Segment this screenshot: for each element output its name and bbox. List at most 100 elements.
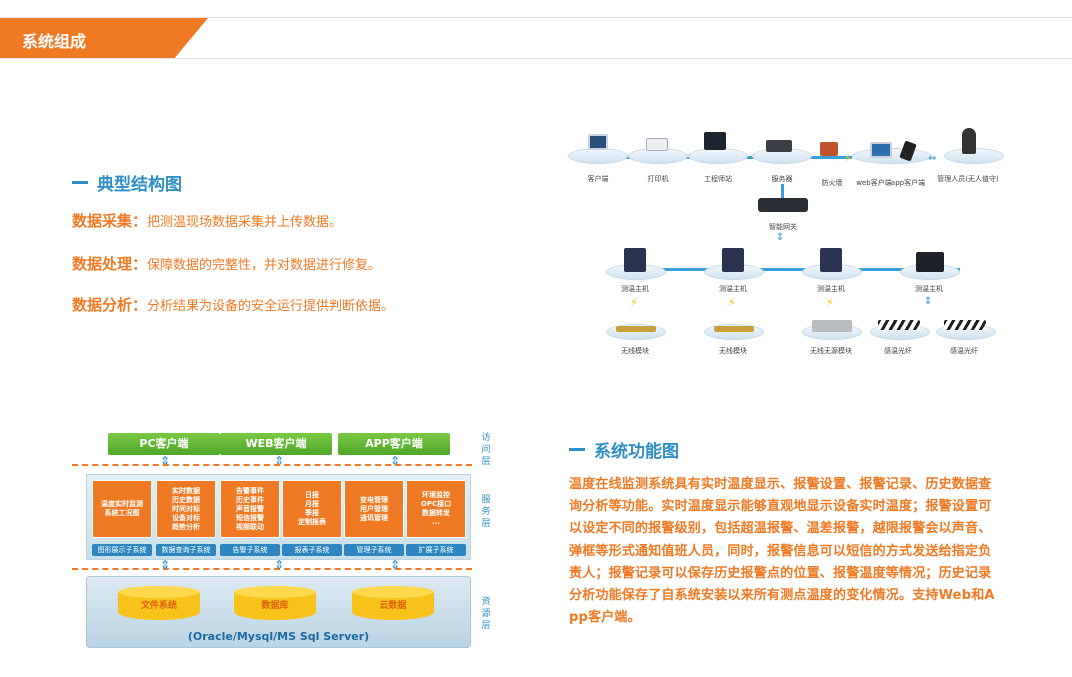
sensor-label: 无线无源模块 (810, 347, 852, 355)
service-line: 定制报表 (298, 518, 326, 526)
host-label: 测温主机 (915, 285, 943, 293)
host-icon (916, 252, 944, 272)
service-line: 日报 (305, 491, 319, 499)
workstation-icon (704, 132, 726, 150)
firewall-icon (820, 142, 838, 156)
device-label: 客户端 (587, 175, 609, 183)
person-icon (962, 128, 976, 154)
function-section-title: 系统功能图 (569, 437, 679, 462)
device-label: 打印机 (647, 175, 669, 183)
lightning-icon: ⚡ (826, 296, 834, 309)
gateway-icon (758, 198, 808, 212)
service-line: ... (432, 518, 440, 526)
resource-label: 文件系统 (140, 601, 177, 611)
laptop-icon (588, 134, 608, 150)
service-box: 告警事件 历史事件 声音报警 短信报警 视频联动 (220, 480, 280, 538)
up-down-arrow-icon: ⇕ (924, 296, 933, 307)
database-cylinder: 数据库 (234, 586, 316, 622)
up-down-arrow-icon: ⇕ (160, 454, 171, 468)
service-box: 日报 月报 季报 定制报表 (282, 480, 342, 538)
up-down-arrow-icon: ⇕ (776, 232, 785, 243)
cloud-data-cylinder: 云数据 (352, 586, 434, 622)
device-label: app客户端 (890, 179, 926, 187)
device-label: web客户端 (856, 179, 892, 187)
header-top-rule (0, 17, 1072, 18)
sensor-label: 无线模块 (719, 347, 747, 355)
service-line: 月报 (305, 500, 319, 508)
gateway-label: 智能网关 (769, 223, 797, 231)
up-down-arrow-icon: ⇕ (390, 454, 401, 468)
host-label: 测温主机 (621, 285, 649, 293)
app-client-box: APP客户端 (338, 433, 450, 455)
system-architecture-diagram: PC客户端 WEB客户端 APP客户端 ⇕ ⇕ ⇕ 访问层 服务层 温度实时监测… (72, 428, 502, 653)
server-icon (766, 140, 792, 152)
page-title: 系统组成 (22, 32, 87, 51)
service-line: 温度实时监测 (101, 500, 143, 508)
device-base (568, 148, 628, 164)
fiber-sensor-icon (878, 320, 920, 330)
service-line: 视频联动 (236, 522, 264, 531)
service-box: 变电管理 用户管理 通讯管理 (344, 480, 404, 538)
layer-divider (72, 464, 472, 466)
service-line: 时间对标 (172, 504, 200, 513)
device-label: 工程师站 (704, 175, 732, 183)
service-line: 变电管理 (360, 495, 388, 504)
subsystem-tag: 告警子系统 (220, 544, 280, 556)
feature-label: 数据处理： (72, 255, 148, 273)
up-down-arrow-icon: ⇕ (390, 558, 401, 572)
subsystem-tag: 图形展示子系统 (92, 544, 152, 556)
feature-analyze: 数据分析：分析结果为设备的安全运行提供判断依据。 (72, 294, 394, 315)
network-line-hosts (610, 268, 960, 271)
feature-label: 数据分析： (72, 296, 148, 314)
subsystem-tag: 扩展子系统 (406, 544, 466, 556)
layer-divider (72, 568, 472, 570)
database-caption: (Oracle/Mysql/MS Sql Server) (187, 630, 370, 643)
web-client-box: WEB客户端 (220, 433, 332, 455)
header-bottom-rule (0, 58, 1072, 59)
layer-label-service: 服务层 (481, 495, 491, 529)
feature-collect: 数据采集：把测温现场数据采集并上传数据。 (72, 210, 342, 231)
feature-process: 数据处理：保障数据的完整性，并对数据进行修复。 (72, 253, 381, 274)
up-down-arrow-icon: ⇕ (160, 558, 171, 572)
device-label: 管理人员(无人值守) (937, 175, 999, 183)
structure-section-title: 典型结构图 (72, 170, 182, 195)
service-line: 环境监控 (422, 491, 450, 499)
service-line: 用户管理 (360, 504, 388, 513)
device-label: 防火墙 (821, 179, 843, 187)
subsystem-tag: 数据查询子系统 (156, 544, 216, 556)
device-base (852, 148, 932, 164)
host-label: 测温主机 (719, 285, 747, 293)
host-label: 测温主机 (817, 285, 845, 293)
passive-module-icon (812, 320, 852, 332)
title-dash (569, 448, 585, 451)
cylinder-top (118, 586, 200, 598)
layer-label-access: 访问层 (481, 433, 491, 467)
service-line: 通讯管理 (360, 513, 388, 522)
service-line: 告警事件 (236, 486, 264, 495)
subsystem-tag: 管理子系统 (344, 544, 404, 556)
lightning-icon: ⚡ (630, 296, 638, 309)
function-title-text: 系统功能图 (594, 442, 679, 462)
wireless-module-icon (616, 326, 656, 332)
cylinder-top (352, 586, 434, 598)
up-down-arrow-icon: ⇕ (274, 454, 285, 468)
lightning-icon: ⚡ (728, 296, 736, 309)
link-line (781, 184, 784, 198)
service-box: 温度实时监测 系统工况图 (92, 480, 152, 538)
feature-text: 保障数据的完整性，并对数据进行修复。 (147, 258, 382, 273)
title-dash (72, 181, 88, 184)
service-line: 声音报警 (236, 504, 264, 513)
lightning-icon: ⚡ (844, 152, 852, 165)
subsystem-tag: 报表子系统 (282, 544, 342, 556)
device-label: 服务器 (771, 175, 793, 183)
service-line: 短信报警 (236, 513, 264, 522)
host-icon (820, 248, 842, 272)
fiber-sensor-icon (944, 320, 986, 330)
layer-label-resource: 资源层 (481, 597, 491, 631)
service-line: OPC接口 (420, 500, 452, 508)
sensor-label: 感温光纤 (884, 347, 912, 355)
wireless-module-icon (714, 326, 754, 332)
service-line: 历史数据 (172, 495, 200, 504)
file-system-cylinder: 文件系统 (118, 586, 200, 622)
header-tab (0, 18, 208, 58)
